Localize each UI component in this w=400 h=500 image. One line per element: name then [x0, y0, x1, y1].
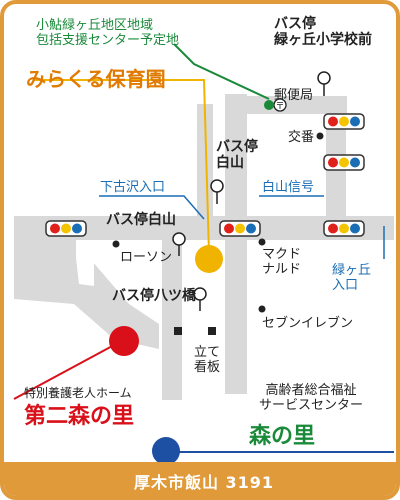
central-vertical-road — [225, 94, 247, 394]
bus-stop-icon — [210, 179, 224, 204]
road-gap — [74, 240, 94, 286]
nursing-home-leader — [13, 343, 117, 400]
map-canvas: 〒 — [13, 43, 394, 465]
lawson-label: ローソン — [120, 250, 173, 265]
welfare-center-name-label: 森の里 — [249, 424, 316, 449]
bus-stop-hattsubashi-label: バス停八ツ橋 — [112, 288, 196, 304]
signboard-post-icon — [208, 327, 216, 335]
shimofurusawa-entrance-label: 下古沢入口 — [100, 180, 166, 195]
traffic-signal-icon — [323, 220, 365, 237]
signboard-post-icon — [174, 327, 182, 335]
south-road — [162, 240, 182, 400]
bus-stop-school-label: バス停 緑ヶ丘小学校前 — [274, 16, 372, 49]
svg-text:〒: 〒 — [275, 102, 284, 112]
mcdonalds-label: マクド ナルド — [262, 247, 302, 277]
midorigaoka-entrance-label: 緑ヶ丘 入口 — [332, 263, 372, 293]
traffic-signal-icon — [323, 113, 365, 130]
landmark-dot-icon — [316, 132, 324, 140]
planned-site-leader — [173, 43, 270, 100]
bus-stop-shiroyama-2-label: バス停白山 — [106, 212, 176, 228]
seven-eleven-label: セブンイレブン — [262, 316, 354, 331]
signboard-label: 立て 看板 — [194, 345, 221, 375]
address-footer: 厚木市飯山 3191 — [4, 462, 396, 496]
bus-stop-icon — [317, 71, 331, 96]
police-box-label: 交番 — [288, 130, 315, 145]
upper-horizontal-road — [247, 96, 347, 114]
shimofurusawa-leader — [99, 195, 205, 220]
post-office-icon: 〒 — [273, 98, 287, 112]
nursing-home-location-dot — [109, 326, 139, 356]
bus-stop-icon — [193, 287, 207, 311]
traffic-signal-icon — [323, 154, 365, 171]
bus-stop-shiroyama-label: バス停 白山 — [216, 139, 258, 172]
left-vertical-road — [56, 240, 76, 300]
address-label: 厚木市飯山 3191 — [133, 473, 275, 492]
shiroyama-signal-label: 白山信号 — [262, 180, 315, 195]
southwest-diagonal-road — [14, 240, 159, 349]
nursery-name-label: みらくる保育園 — [26, 67, 166, 91]
landmark-dot-icon — [258, 305, 266, 313]
welfare-center-type-label: 高齢者総合福祉 サービスセンター — [259, 383, 364, 413]
planned-site-label: 小鮎緑ヶ丘地区地域 包括支援センター予定地 — [36, 18, 180, 48]
traffic-signal-icon — [45, 220, 87, 237]
traffic-signal-icon — [219, 220, 261, 237]
planned-site-dot — [264, 100, 274, 110]
nursing-home-type-label: 特別養護老人ホーム — [24, 386, 132, 400]
post-office-label: 郵便局 — [274, 88, 314, 103]
landmark-dot-icon — [258, 238, 266, 246]
nursery-road — [197, 104, 213, 219]
nursing-home-name-label: 第二森の里 — [24, 404, 135, 429]
welfare-center-location-dot — [152, 437, 180, 465]
bus-stop-icon — [172, 232, 186, 256]
nursery-location-dot — [195, 245, 223, 273]
landmark-dot-icon — [112, 240, 120, 248]
